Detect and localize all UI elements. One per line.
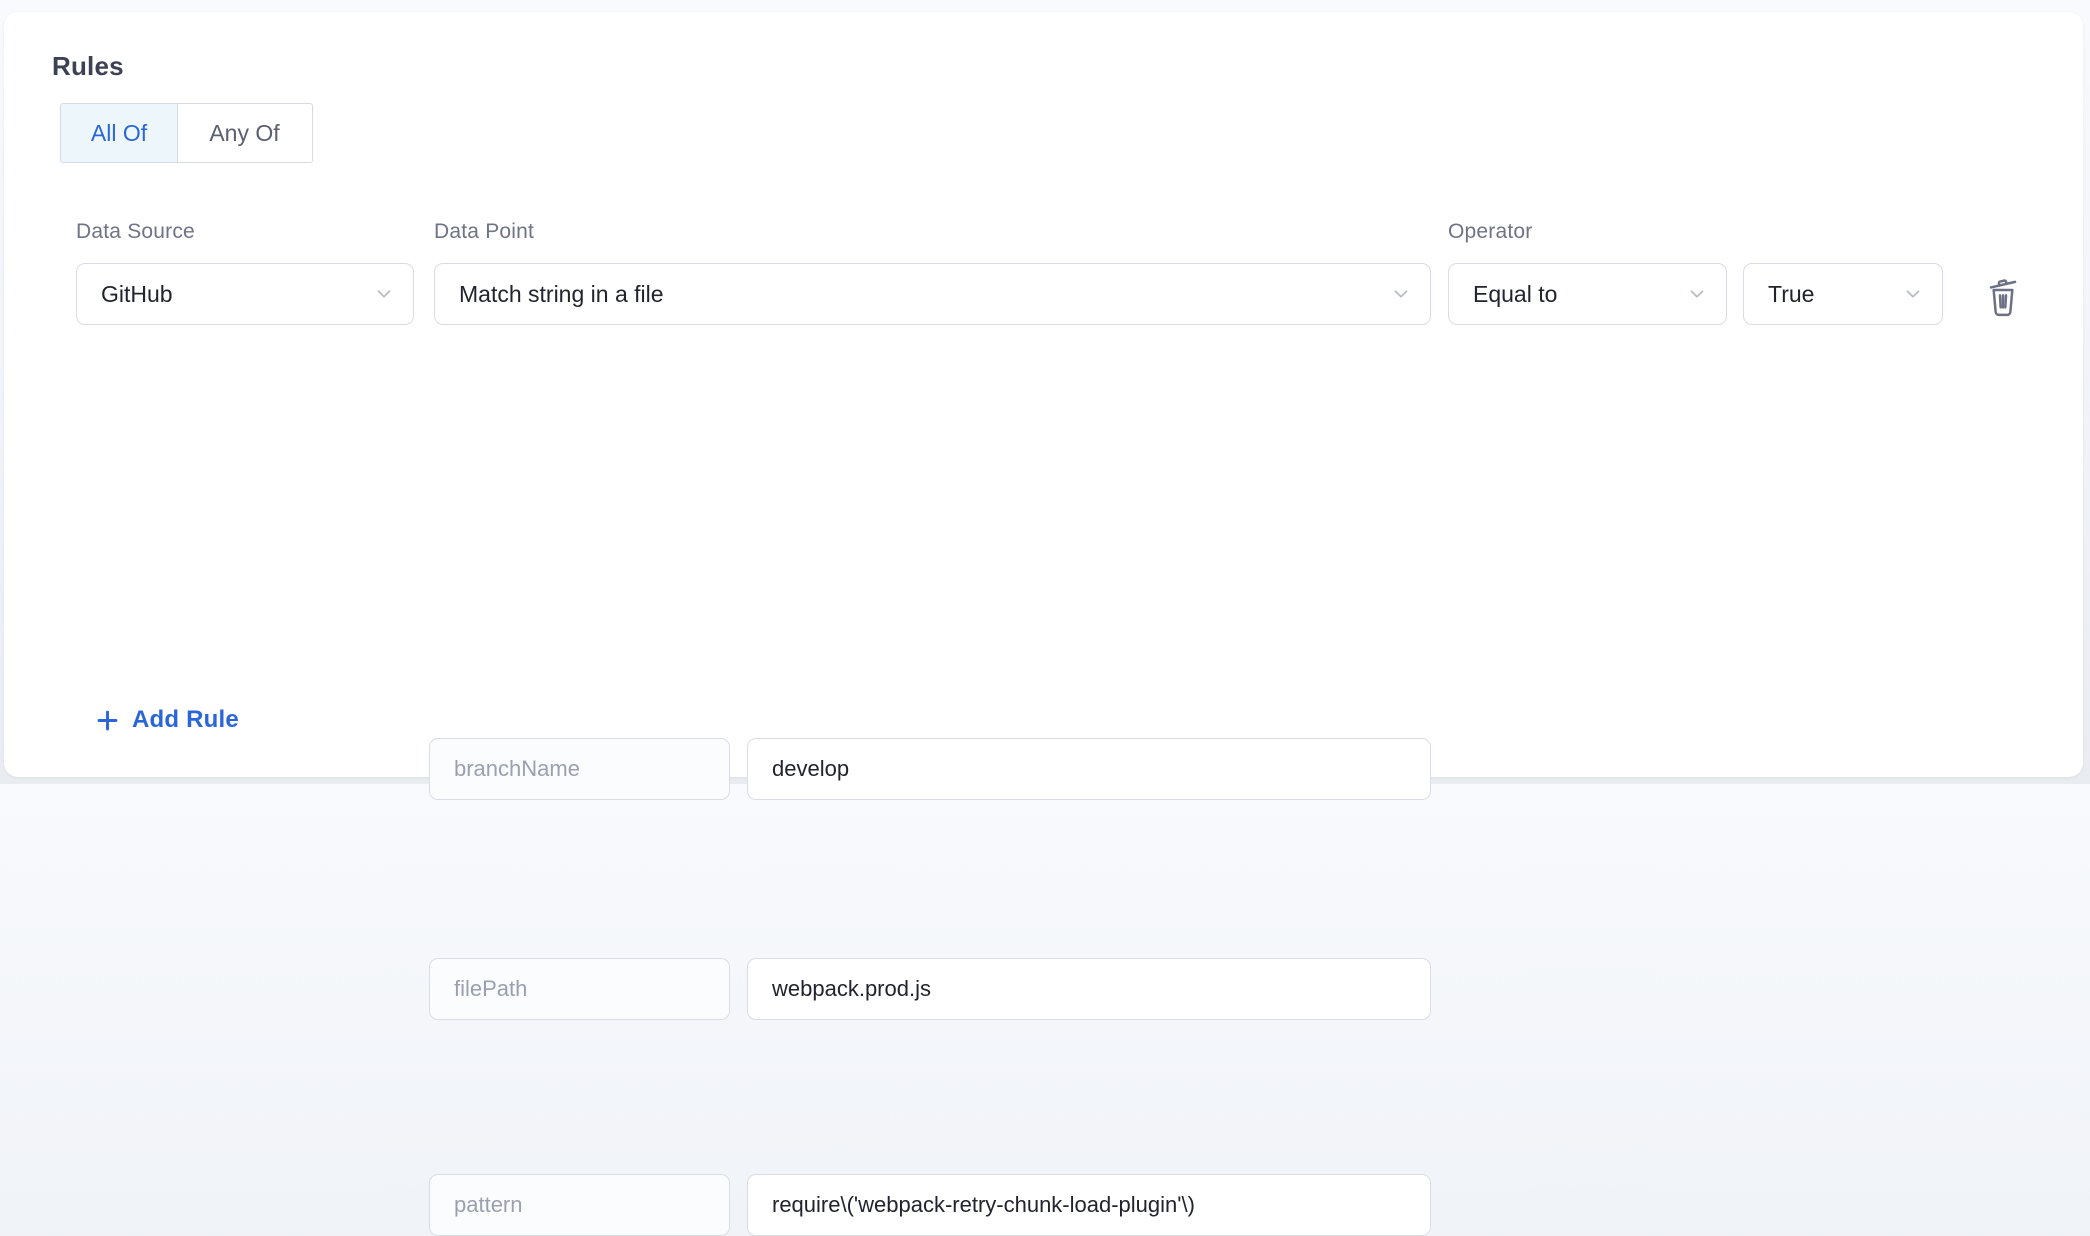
- add-rule-button[interactable]: Add Rule: [94, 700, 239, 740]
- data-point-select[interactable]: Match string in a file: [434, 263, 1431, 325]
- data-point-label: Data Point: [434, 220, 535, 243]
- plus-icon: [94, 707, 121, 734]
- chevron-down-icon: [1686, 283, 1708, 305]
- param-value-branchname-field[interactable]: [747, 738, 1431, 800]
- rules-card: Rules All Of Any Of Data Source Data Poi…: [4, 12, 2083, 1236]
- chevron-down-icon: [373, 283, 395, 305]
- param-value-filepath-field[interactable]: [747, 958, 1431, 1020]
- data-source-select[interactable]: GitHub: [76, 263, 414, 325]
- delete-rule-button[interactable]: [1979, 274, 2027, 318]
- rules-section-title: Rules: [52, 51, 124, 81]
- operand-value: True: [1768, 280, 1815, 307]
- match-mode-any-of[interactable]: Any Of: [176, 103, 313, 163]
- match-mode-all-of[interactable]: All Of: [60, 103, 178, 163]
- data-source-value: GitHub: [101, 280, 173, 307]
- chevron-down-icon: [1902, 283, 1924, 305]
- operator-label: Operator: [1448, 220, 1533, 243]
- param-value-pattern-field[interactable]: [747, 1174, 1431, 1236]
- trash-icon: [1983, 274, 2023, 318]
- data-source-label: Data Source: [76, 220, 195, 243]
- chevron-down-icon: [1390, 283, 1412, 305]
- param-key-pattern-field: [429, 1174, 730, 1236]
- data-point-value: Match string in a file: [459, 280, 664, 307]
- param-key-filepath-field: [429, 958, 730, 1020]
- param-key-branchname-field: [429, 738, 730, 800]
- operator-value: Equal to: [1473, 280, 1558, 307]
- match-mode-toggle: All Of Any Of: [60, 103, 313, 163]
- operand-select[interactable]: True: [1743, 263, 1943, 325]
- operator-select[interactable]: Equal to: [1448, 263, 1727, 325]
- add-rule-label: Add Rule: [132, 706, 239, 733]
